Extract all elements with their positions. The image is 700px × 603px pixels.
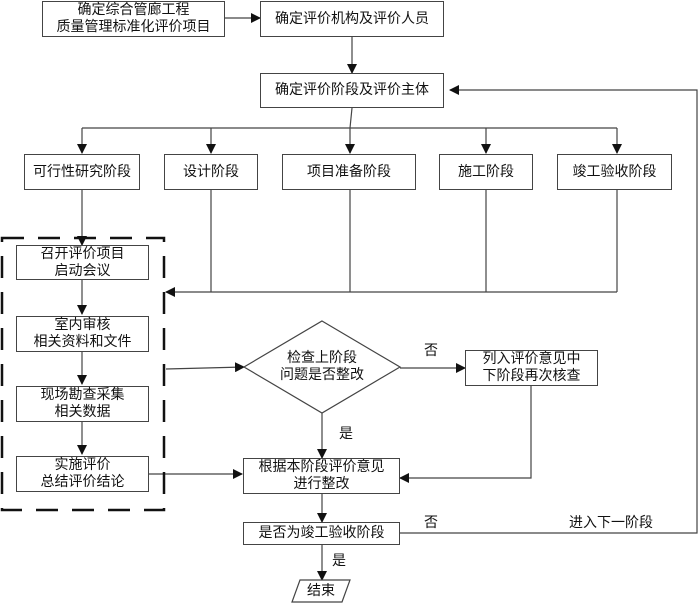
- label-final-no: 否: [424, 515, 438, 531]
- stage-label: 项目准备阶段: [307, 163, 391, 180]
- stage-subject-label: 确定评价阶段及评价主体: [275, 82, 429, 98]
- step-line1: 室内审核: [54, 317, 111, 333]
- step-line2: 相关资料和文件: [33, 334, 132, 350]
- stage-label: 可行性研究阶段: [33, 163, 131, 180]
- label-final-yes: 是: [332, 553, 346, 569]
- rectify-box[interactable]: 根据本阶段评价意见 进行整改: [243, 458, 400, 494]
- end-label: 结束: [307, 582, 335, 599]
- defer-line1: 列入评价意见中: [482, 351, 581, 367]
- process-step-kickoff[interactable]: 召开评价项目 启动会议: [16, 245, 149, 280]
- org-box[interactable]: 确定评价机构及评价人员: [260, 1, 444, 37]
- stage-preparation[interactable]: 项目准备阶段: [282, 154, 416, 190]
- step-line2: 相关数据: [54, 404, 111, 420]
- defer-box[interactable]: 列入评价意见中 下阶段再次核查: [465, 350, 598, 386]
- label-next-stage: 进入下一阶段: [569, 515, 653, 531]
- start-box-line1: 确定综合管廊工程: [77, 2, 190, 18]
- stage-label: 设计阶段: [183, 163, 239, 180]
- process-step-desk-review[interactable]: 室内审核 相关资料和文件: [16, 316, 149, 352]
- end-terminal[interactable]: 结束: [292, 580, 350, 602]
- step-line1: 召开评价项目: [40, 245, 125, 262]
- step-line1: 实施评价: [54, 457, 111, 473]
- defer-line2: 下阶段再次核查: [482, 368, 581, 384]
- step-line2: 总结评价结论: [40, 474, 125, 490]
- check-line1: 检查上阶段: [287, 350, 357, 366]
- org-box-label: 确定评价机构及评价人员: [275, 10, 429, 27]
- label-check-yes: 是: [339, 426, 353, 442]
- edge-defer-to-rectify: [399, 386, 532, 483]
- start-box-line2: 质量管理标准化评价项目: [56, 19, 211, 35]
- stage-label: 施工阶段: [458, 163, 514, 180]
- rectify-line2: 进行整改: [293, 476, 350, 492]
- rectify-line1: 根据本阶段评价意见: [258, 459, 385, 475]
- step-line2: 启动会议: [54, 262, 111, 279]
- stage-construction[interactable]: 施工阶段: [439, 154, 533, 190]
- check-decision[interactable]: 检查上阶段 问题是否整改: [244, 345, 400, 389]
- stage-feasibility[interactable]: 可行性研究阶段: [24, 154, 140, 190]
- end-terminal-shape: [291, 579, 351, 603]
- check-line2: 问题是否整改: [280, 367, 364, 383]
- final-decision-label: 是否为竣工验收阶段: [258, 525, 385, 541]
- stage-subject-box[interactable]: 确定评价阶段及评价主体: [260, 73, 444, 108]
- edge-final-no-loop: [400, 85, 698, 534]
- final-decision-box[interactable]: 是否为竣工验收阶段: [243, 522, 400, 545]
- stage-label: 竣工验收阶段: [572, 163, 657, 180]
- stage-design[interactable]: 设计阶段: [164, 154, 258, 190]
- process-group-outline: [0, 236, 166, 512]
- process-step-site-survey[interactable]: 现场勘查采集 相关数据: [16, 386, 149, 422]
- edge-subject-down: [349, 107, 353, 129]
- step-line1: 现场勘查采集: [40, 387, 125, 403]
- stage-acceptance[interactable]: 竣工验收阶段: [557, 154, 672, 190]
- edge-group-to-check: [165, 362, 245, 373]
- process-step-evaluate[interactable]: 实施评价 总结评价结论: [16, 456, 149, 492]
- label-check-no: 否: [424, 343, 438, 359]
- start-box[interactable]: 确定综合管廊工程 质量管理标准化评价项目: [42, 1, 225, 37]
